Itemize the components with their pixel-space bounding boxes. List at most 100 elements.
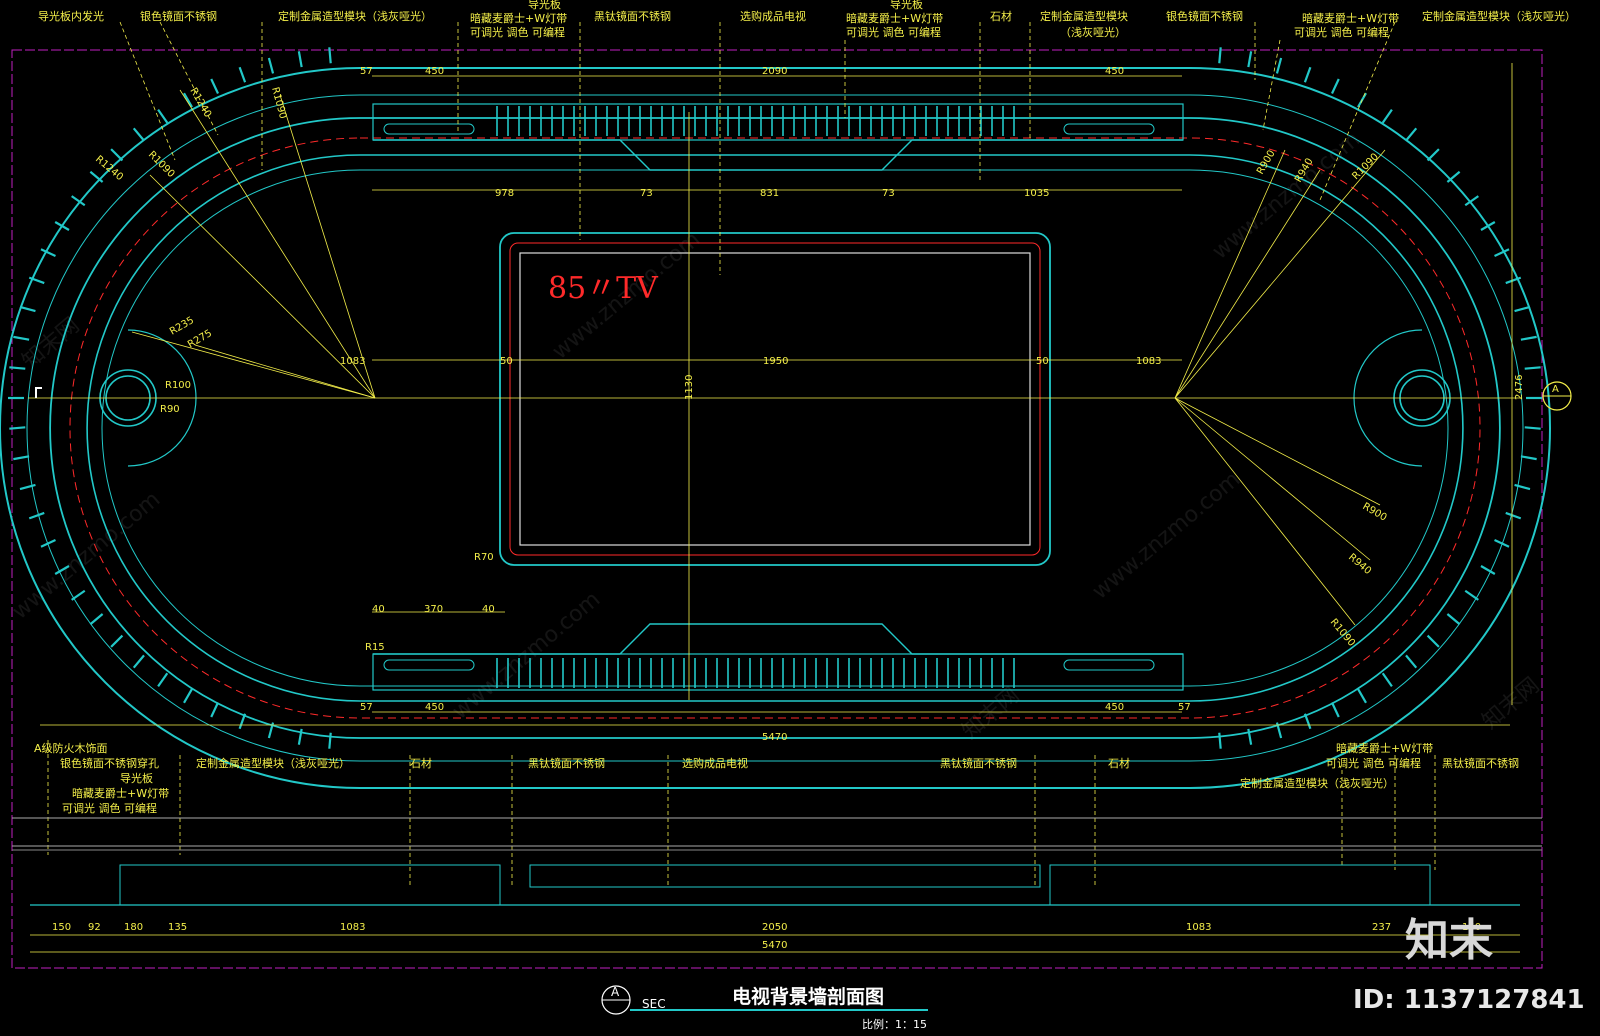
ring-tick xyxy=(157,109,169,124)
dim: 2476 xyxy=(1514,375,1525,400)
ring-tick xyxy=(1505,511,1522,520)
ring-tick xyxy=(1514,305,1531,313)
outer-ring-inner-edge xyxy=(26,94,1524,762)
label-lighting-ctrl-sec-2: 可调光 调色 可编程 xyxy=(1326,756,1421,770)
ring-tick xyxy=(328,732,332,749)
label-stone-sec-2: 石材 xyxy=(1108,756,1130,770)
watermark-cn: 知末网 xyxy=(958,683,1025,745)
label-light-guide-inner: 导光板内发光 xyxy=(38,9,104,23)
ring-tick xyxy=(1303,66,1312,83)
label-fire-wood: A级防火木饰面 xyxy=(34,741,108,755)
label-lighting-ctrl-sec: 可调光 调色 可编程 xyxy=(62,801,157,815)
ring-tick xyxy=(1480,221,1496,231)
ring-tick xyxy=(328,47,332,64)
tv-frame-inner xyxy=(509,242,1041,556)
ring-tick xyxy=(89,170,104,183)
label-light-guide-2: 导光板 xyxy=(890,0,923,11)
label-stone-sec: 石材 xyxy=(410,756,432,770)
top-light-panel-left xyxy=(383,123,475,135)
top-light-panel-right xyxy=(1063,123,1155,135)
ring-tick xyxy=(1218,47,1222,64)
watermark: www.znzmo.com xyxy=(1208,127,1365,265)
ring-tick xyxy=(13,335,30,341)
label-stone: 石材 xyxy=(990,9,1012,23)
dim: 135 xyxy=(168,922,187,933)
dim: 978 xyxy=(495,188,514,199)
ring-tick xyxy=(1505,276,1522,285)
dim: 1035 xyxy=(1024,188,1049,199)
dim: 40 xyxy=(482,604,495,615)
dim: 50 xyxy=(500,356,513,367)
dim: 1083 xyxy=(1136,356,1161,367)
radius: R940 xyxy=(1346,552,1373,577)
label-lighting: 暗藏麦爵士+W灯带 xyxy=(470,11,567,25)
dim: 450 xyxy=(425,702,444,713)
drawing-title: 电视背景墙剖面图 xyxy=(732,985,884,1008)
leader-lines xyxy=(47,21,1436,885)
ring-tick xyxy=(1357,688,1367,704)
ring-tick xyxy=(132,127,145,142)
ring-tick xyxy=(54,221,70,231)
label-metal-module-3: 定制金属造型模块（浅灰哑光） xyxy=(1422,9,1576,23)
bottom-light-panel-left xyxy=(383,659,475,671)
slat-ticks xyxy=(496,106,1015,688)
ring-tick xyxy=(1524,426,1541,430)
label-perforated-steel: 银色镜面不锈钢穿孔 xyxy=(60,756,159,770)
drawing-scale: 比例：1：15 xyxy=(862,1017,927,1031)
dim: 40 xyxy=(372,604,385,615)
ring-tick xyxy=(71,589,86,601)
label-black-titanium: 黑钛镜面不锈钢 xyxy=(594,9,671,23)
ring-tick xyxy=(1426,634,1440,648)
label-lighting-sec-2: 暗藏麦爵士+W灯带 xyxy=(1336,741,1433,755)
ring-tick xyxy=(157,672,169,687)
ring-tick xyxy=(1494,248,1510,257)
ring-tick xyxy=(210,702,219,718)
ring-tick xyxy=(1446,170,1461,183)
radius: R1090 xyxy=(1350,151,1381,182)
ring-tick xyxy=(183,688,193,704)
label-black-titanium-sec-2: 黑钛镜面不锈钢 xyxy=(940,756,1017,770)
dim: 450 xyxy=(425,66,444,77)
dim: 1083 xyxy=(340,356,365,367)
label-metal-module: 定制金属造型模块（浅灰哑光） xyxy=(278,9,432,23)
radius: R90 xyxy=(160,404,180,415)
bottom-recess xyxy=(373,623,1183,655)
dim: 1130 xyxy=(684,375,695,400)
label-lighting-ctrl: 可调光 调色 可编程 xyxy=(470,25,565,39)
ring-tick xyxy=(1520,455,1537,461)
dim: 1950 xyxy=(763,356,788,367)
red-dash-ring xyxy=(69,137,1481,719)
title-block: A SEC 电视背景墙剖面图 比例：1：15 xyxy=(601,985,928,1031)
radius: R235 xyxy=(168,315,196,338)
label-lighting-ctrl-3: 可调光 调色 可编程 xyxy=(1294,25,1389,39)
construction-lines xyxy=(28,63,1520,726)
label-lighting-ctrl-2: 可调光 调色 可编程 xyxy=(846,25,941,39)
dim: 450 xyxy=(1105,66,1124,77)
dim: 370 xyxy=(424,604,443,615)
ring-tick xyxy=(9,426,26,430)
dim: 450 xyxy=(1105,702,1124,713)
ring-tick xyxy=(1247,51,1253,68)
ring-tick xyxy=(1218,732,1222,749)
dim: 237 xyxy=(1372,922,1391,933)
ring-tick xyxy=(71,195,86,207)
tv-frame-outer xyxy=(499,232,1051,566)
ring-tick xyxy=(28,276,45,285)
ring-tick xyxy=(1464,589,1479,601)
dim: 5470 xyxy=(762,732,787,743)
ring-tick xyxy=(1247,728,1253,745)
section-marker: A xyxy=(35,381,1572,411)
tv-label: 85〃TV xyxy=(548,271,659,306)
dim: 92 xyxy=(88,922,101,933)
ring-tick xyxy=(1331,702,1340,718)
radius: R100 xyxy=(165,380,191,391)
ring-tick xyxy=(89,613,104,626)
radius: R1240 xyxy=(187,86,213,120)
middle-ring xyxy=(49,117,1501,739)
radius: R70 xyxy=(474,552,494,563)
dim: 73 xyxy=(882,188,895,199)
dim: 1083 xyxy=(340,922,365,933)
ring-tick xyxy=(40,539,56,548)
section-view xyxy=(12,817,1542,953)
